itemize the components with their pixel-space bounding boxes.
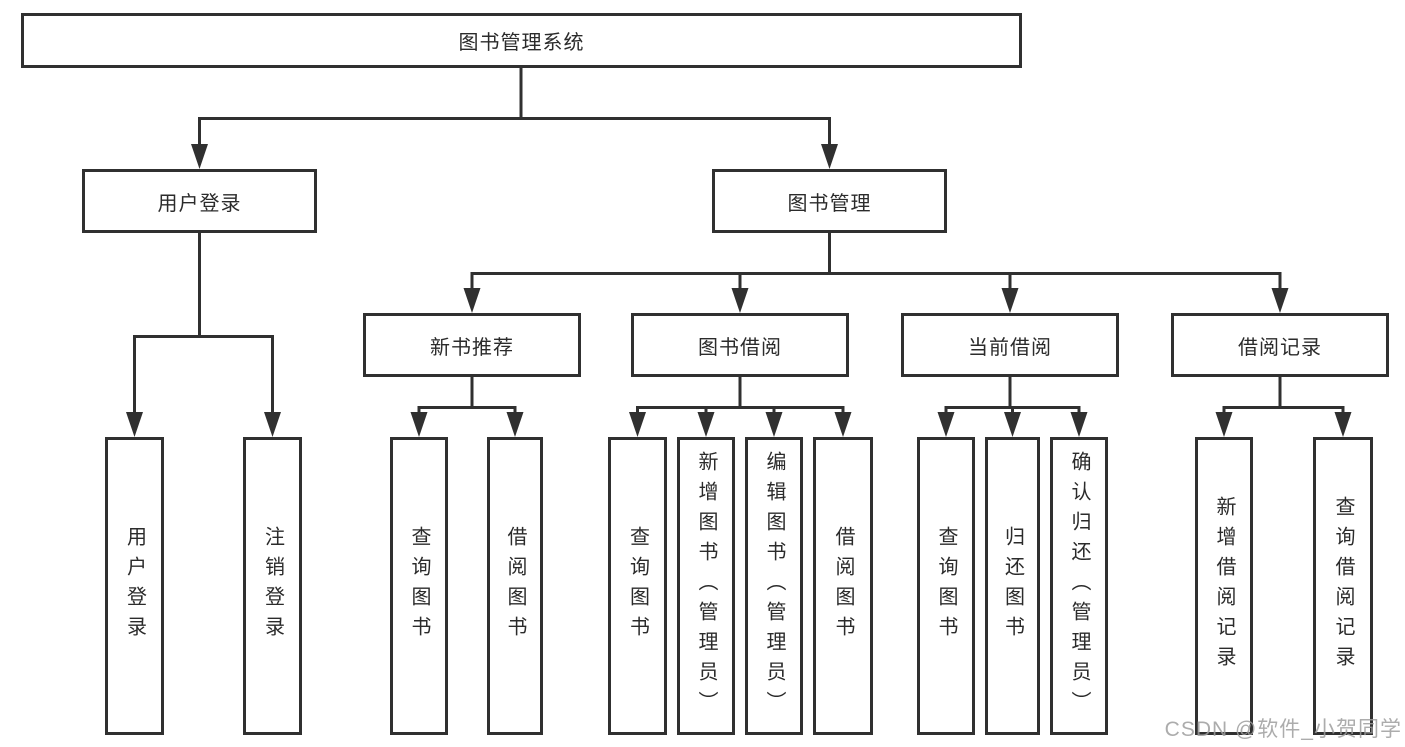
node-borrow-books: 借阅图书 bbox=[813, 437, 873, 735]
node-query-books-current: 查询图书 bbox=[917, 437, 975, 735]
csdn-watermark: CSDN @软件_小贺同学 bbox=[1164, 718, 1402, 741]
node-new-book-recommend: 新书推荐 bbox=[363, 313, 581, 377]
node-borrow-books-recommend: 借阅图书 bbox=[487, 437, 543, 735]
node-logout: 注销登录 bbox=[243, 437, 302, 735]
node-user-login: 用户登录 bbox=[82, 169, 317, 233]
node-return-books: 归还图书 bbox=[985, 437, 1040, 735]
node-add-books-admin: 新增图书（管理员） bbox=[677, 437, 735, 735]
node-book-borrow: 图书借阅 bbox=[631, 313, 849, 377]
node-edit-books-admin: 编辑图书（管理员） bbox=[745, 437, 803, 735]
node-confirm-return-admin: 确认归还（管理员） bbox=[1050, 437, 1108, 735]
node-query-books-borrow: 查询图书 bbox=[608, 437, 667, 735]
node-user-login-leaf: 用户登录 bbox=[105, 437, 164, 735]
node-library-management-system: 图书管理系统 bbox=[21, 13, 1022, 68]
node-add-borrow-record: 新增借阅记录 bbox=[1195, 437, 1253, 735]
node-query-borrow-record: 查询借阅记录 bbox=[1313, 437, 1373, 735]
node-query-books-recommend: 查询图书 bbox=[390, 437, 448, 735]
node-current-borrow: 当前借阅 bbox=[901, 313, 1119, 377]
node-borrow-records: 借阅记录 bbox=[1171, 313, 1389, 377]
node-book-management: 图书管理 bbox=[712, 169, 947, 233]
